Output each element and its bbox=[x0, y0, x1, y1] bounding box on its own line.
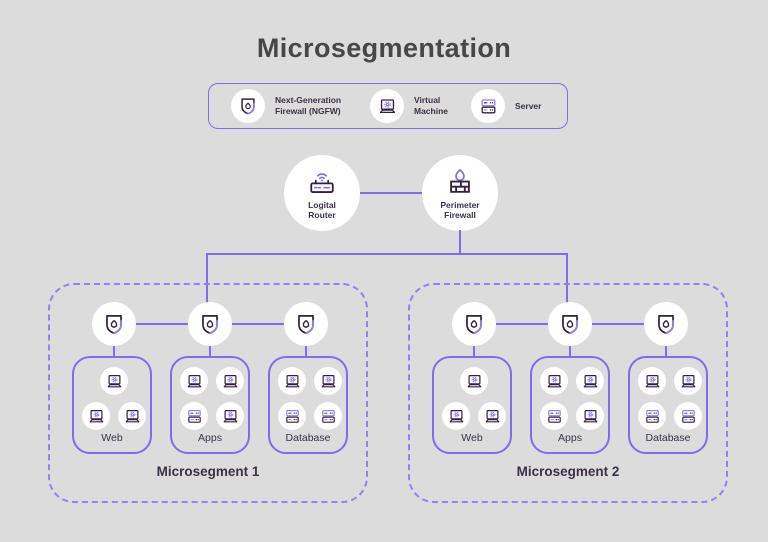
ngfw-shield-icon bbox=[548, 302, 592, 346]
logical-router-node: Logital Router bbox=[284, 155, 360, 231]
connector-shield-group bbox=[305, 346, 307, 356]
ngfw-shield-icon bbox=[644, 302, 688, 346]
connector-shields bbox=[592, 323, 644, 325]
connector-shield-group bbox=[665, 346, 667, 356]
virtual-machine-icon bbox=[216, 367, 244, 395]
virtual-machine-icon bbox=[540, 367, 568, 395]
group-label-apps: Apps bbox=[198, 432, 222, 444]
connector-shield-group bbox=[113, 346, 115, 356]
connector-router-firewall bbox=[360, 192, 422, 194]
group-web: Web bbox=[72, 356, 152, 454]
page-title: Microsegmentation bbox=[256, 33, 512, 63]
server-icon bbox=[180, 402, 208, 430]
connector-shields bbox=[136, 323, 188, 325]
connector-trunk bbox=[206, 253, 568, 255]
group-label-web: Web bbox=[101, 432, 123, 444]
virtual-machine-icon bbox=[278, 367, 306, 395]
connector-shields bbox=[496, 323, 548, 325]
ngfw-shield-icon bbox=[188, 302, 232, 346]
ngfw-shield-icon bbox=[92, 302, 136, 346]
group-label-web: Web bbox=[461, 432, 483, 444]
connector-shields bbox=[232, 323, 284, 325]
server-icon bbox=[540, 402, 568, 430]
microsegment-1-label: Microsegment 1 bbox=[156, 464, 260, 479]
virtual-machine-icon bbox=[442, 402, 470, 430]
server-icon bbox=[314, 402, 342, 430]
server-icon bbox=[674, 402, 702, 430]
connector-shield-group bbox=[473, 346, 475, 356]
group-apps: Apps bbox=[530, 356, 610, 454]
virtual-machine-icon bbox=[460, 367, 488, 395]
group-label-database: Database bbox=[645, 432, 691, 444]
virtual-machine-icon bbox=[100, 367, 128, 395]
virtual-machine-icon bbox=[314, 367, 342, 395]
perimeter-firewall-node: Perimeter Firewall bbox=[422, 155, 498, 231]
perimeter-firewall-icon bbox=[444, 166, 476, 198]
microsegment-2: Web Apps Database Microsegment 2 bbox=[408, 283, 728, 503]
ngfw-shield-icon bbox=[452, 302, 496, 346]
virtual-machine-icon bbox=[370, 89, 404, 123]
firewall-label: Perimeter Firewall bbox=[440, 199, 480, 220]
connector-shield-group bbox=[209, 346, 211, 356]
group-label-database: Database bbox=[285, 432, 331, 444]
group-database: Database bbox=[628, 356, 708, 454]
server-icon bbox=[471, 89, 505, 123]
virtual-machine-icon bbox=[478, 402, 506, 430]
virtual-machine-icon bbox=[576, 367, 604, 395]
virtual-machine-icon bbox=[674, 367, 702, 395]
group-database: Database bbox=[268, 356, 348, 454]
legend-label-ngfw: Next-Generation Firewall (NGFW) bbox=[275, 95, 342, 116]
server-icon bbox=[638, 402, 666, 430]
group-label-apps: Apps bbox=[558, 432, 582, 444]
microsegment-2-label: Microsegment 2 bbox=[516, 464, 620, 479]
virtual-machine-icon bbox=[118, 402, 146, 430]
connector-drop-ms1 bbox=[206, 253, 208, 303]
legend-item-virtual-machine: Virtual Machine bbox=[370, 89, 448, 123]
legend-label-virtual-machine: Virtual Machine bbox=[414, 95, 449, 116]
legend-item-server: Server bbox=[471, 89, 541, 123]
connector-shield-group bbox=[569, 346, 571, 356]
group-web: Web bbox=[432, 356, 512, 454]
connector-drop-ms2 bbox=[566, 253, 568, 303]
virtual-machine-icon bbox=[180, 367, 208, 395]
router-label: Logital Router bbox=[308, 199, 336, 220]
legend-label-server: Server bbox=[515, 100, 542, 111]
microsegment-1: Web Apps Database Microsegment 1 bbox=[48, 283, 368, 503]
ngfw-shield-icon bbox=[231, 89, 265, 123]
router-icon bbox=[306, 166, 338, 198]
group-apps: Apps bbox=[170, 356, 250, 454]
virtual-machine-icon bbox=[576, 402, 604, 430]
ngfw-shield-icon bbox=[284, 302, 328, 346]
virtual-machine-icon bbox=[638, 367, 666, 395]
virtual-machine-icon bbox=[82, 402, 110, 430]
server-icon bbox=[278, 402, 306, 430]
connector-firewall-down bbox=[459, 230, 461, 254]
legend-item-ngfw: Next-Generation Firewall (NGFW) bbox=[231, 89, 341, 123]
virtual-machine-icon bbox=[216, 402, 244, 430]
legend-box: Next-Generation Firewall (NGFW) Virtual … bbox=[208, 83, 568, 129]
